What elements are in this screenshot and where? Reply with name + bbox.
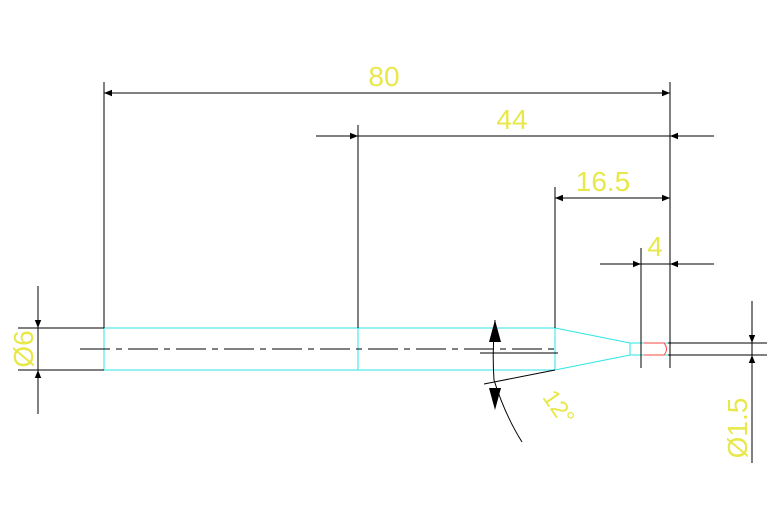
dimension-16-5: 16.5 [555, 166, 670, 202]
dim-text-16-5: 16.5 [576, 166, 631, 197]
taper-top-edge [554, 327, 631, 344]
angle-arrow-top [489, 320, 501, 342]
dim-text-angle: 12° [537, 385, 580, 430]
angle-extension-line [483, 369, 556, 385]
dimension-4: 4 [600, 231, 714, 268]
dimension-dia-6: Ø6 [8, 286, 42, 414]
dim-text-44: 44 [496, 104, 527, 135]
dimension-44: 44 [316, 104, 714, 140]
angle-arrow-bottom [489, 388, 501, 410]
dim-text-dia6: Ø6 [8, 330, 39, 367]
dimension-angle-12: 12° [483, 319, 580, 443]
dimension-80: 80 [104, 61, 670, 97]
part-outline [103, 327, 668, 371]
dim-text-dia1-5: Ø1.5 [722, 398, 753, 459]
extension-lines [18, 82, 767, 371]
dim-text-80: 80 [368, 61, 399, 92]
dim-text-4: 4 [647, 231, 663, 262]
dimension-dia-1-5: Ø1.5 [722, 301, 756, 463]
tip-point-mark [644, 342, 667, 356]
taper-bottom-edge [554, 354, 631, 371]
